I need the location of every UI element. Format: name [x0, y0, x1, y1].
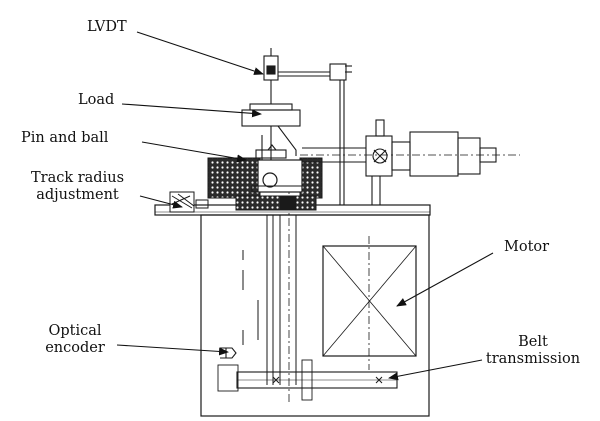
label-lvdt: LVDT: [87, 19, 127, 35]
label-track-radius-adjustment: Track radius adjustment: [20, 170, 135, 204]
track-radius-block: [169, 191, 209, 213]
housing-outline: [200, 214, 430, 417]
label-belt-transmission-line1: Belt: [518, 334, 548, 350]
label-track-radius-line2: adjustment: [36, 187, 119, 203]
label-optical-encoder: Optical encoder: [35, 323, 115, 357]
motor-block: [322, 236, 417, 370]
ball: [262, 172, 278, 188]
belt-transmission: [217, 359, 398, 401]
loading-shaft: [300, 119, 520, 205]
label-load: Load: [78, 92, 115, 108]
lvdt-sensor: [263, 48, 352, 205]
arrow-lvdt: [136, 31, 264, 75]
arrow-motor: [396, 252, 494, 307]
label-optical-encoder-line1: Optical: [48, 323, 102, 339]
arrow-track-radius: [139, 195, 183, 209]
label-belt-transmission-line2: transmission: [485, 351, 581, 367]
arrow-pin-and-ball: [141, 141, 247, 163]
arrow-load: [121, 103, 262, 118]
leader-arrows: [116, 31, 494, 381]
label-optical-encoder-line2: encoder: [45, 340, 105, 356]
disc-assembly: [207, 157, 323, 211]
label-motor: Motor: [504, 239, 550, 255]
label-belt-transmission: Belt transmission: [478, 334, 588, 368]
label-pin-and-ball: Pin and ball: [21, 130, 109, 146]
optical-encoder: [220, 347, 237, 359]
spindle: [242, 170, 297, 405]
base-housing: [154, 204, 431, 417]
arrow-optical-encoder: [116, 344, 229, 356]
arrow-belt-transmission: [388, 359, 483, 381]
label-track-radius-line1: Track radius: [30, 170, 125, 186]
load-assembly: [241, 80, 301, 160]
